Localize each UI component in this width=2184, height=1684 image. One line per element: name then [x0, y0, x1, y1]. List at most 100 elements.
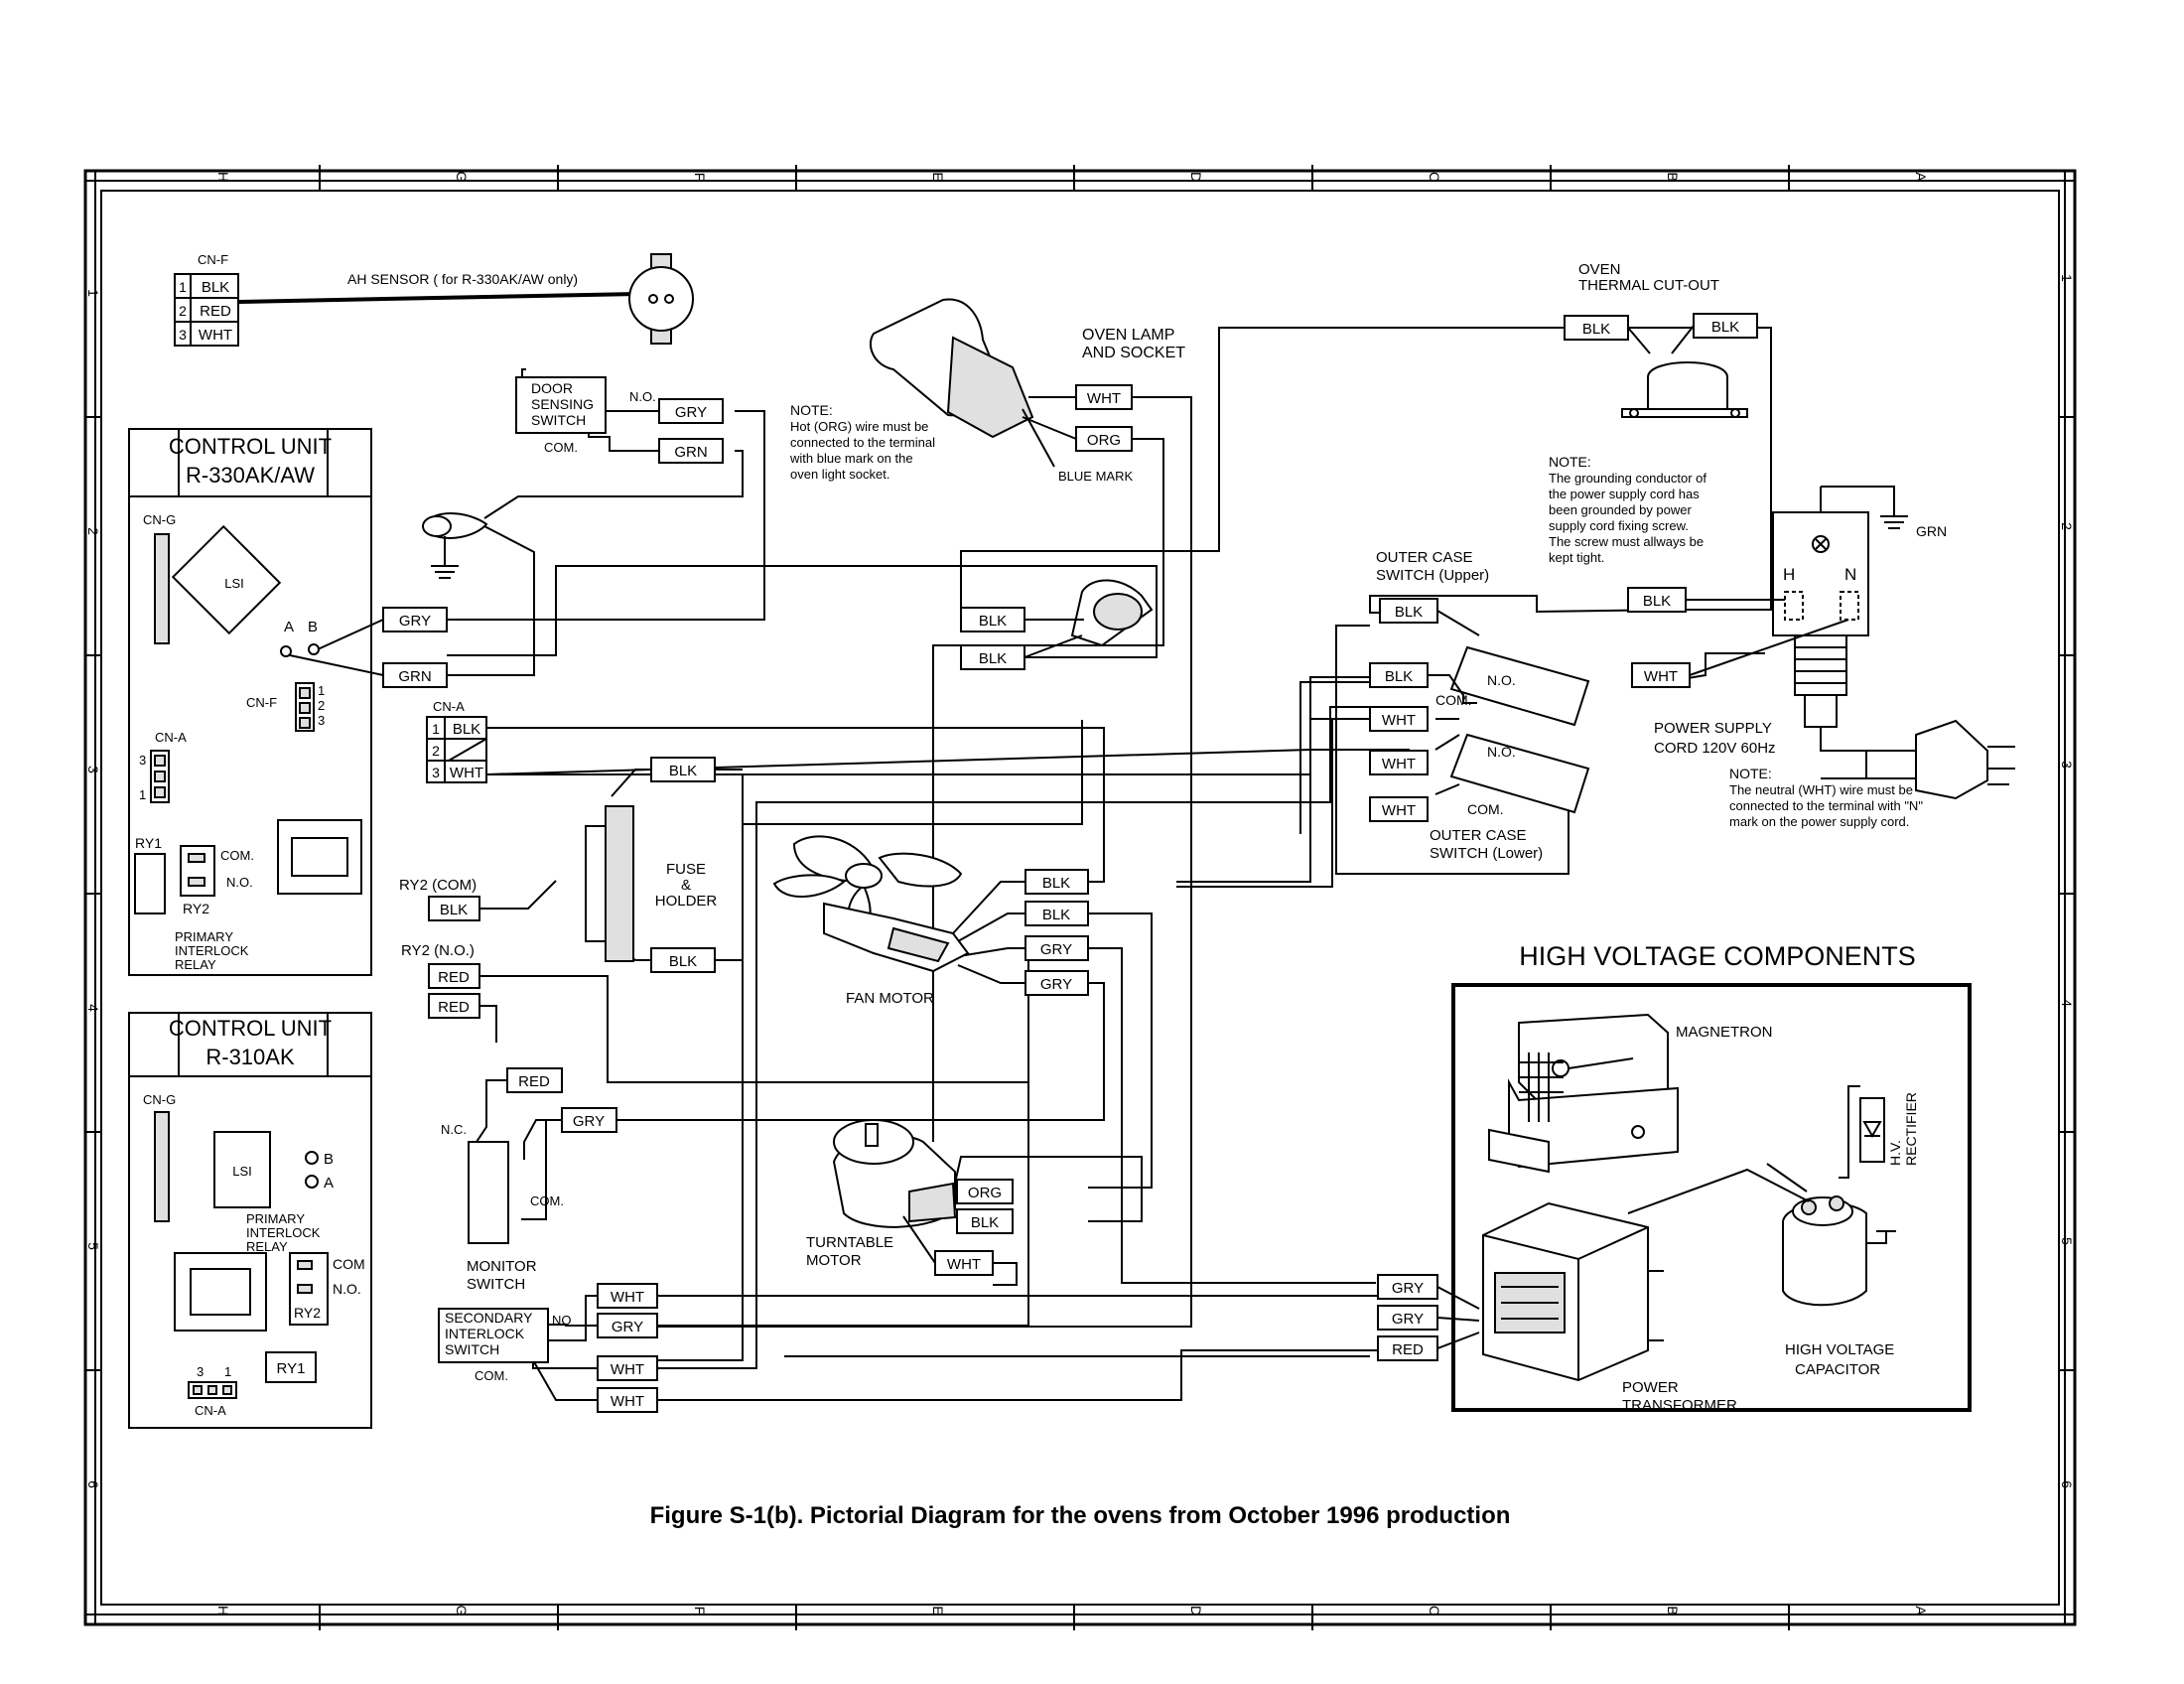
capacitor-label: CAPACITOR [1795, 1361, 1880, 1378]
thermal-label: THERMAL CUT-OUT [1578, 277, 1719, 294]
thermal-label: OVEN [1578, 261, 1621, 278]
thermal-body [1647, 361, 1728, 410]
column-letter: F [692, 173, 708, 182]
ry2-no-label: N.O. [333, 1281, 361, 1297]
wire-label: WHT [1087, 390, 1121, 407]
control-unit-r330-board [128, 428, 372, 976]
cord-sleeve [1804, 694, 1838, 728]
outer-case-switch-lower: WHT WHT WHT N.O. COM. OUTER CASE SWITCH … [1369, 706, 1590, 862]
monitor-switch-label: MONITOR [467, 1258, 537, 1275]
wire-label: BLK [440, 902, 468, 918]
ry1-label: RY1 [135, 835, 162, 851]
control-unit-r310-board [128, 1012, 372, 1429]
pin-number: 1 [318, 683, 325, 698]
wire-tag [1075, 426, 1133, 452]
cord [1865, 750, 1917, 779]
com-label: COM. [544, 440, 578, 455]
wire-label: RED [518, 1073, 550, 1090]
cn-a-label: CN-A [155, 730, 187, 745]
wire-tag [597, 1313, 658, 1338]
pin-number: 1 [139, 787, 146, 802]
wire-label: WHT [1382, 802, 1416, 819]
wire-tag [428, 963, 480, 989]
wire-tag [561, 1107, 617, 1133]
relay-label: PRIMARY [175, 929, 233, 944]
wire-tag [1369, 662, 1429, 688]
h-label: H [1783, 565, 1795, 584]
pin-number: 1 [224, 1364, 231, 1379]
ry2-com-label: RY2 (COM) [399, 877, 477, 894]
column-letter: A [1913, 1606, 1929, 1615]
column-letter: G [454, 172, 470, 183]
ground-note-line: The screw must allways be [1549, 534, 1704, 549]
ground-note-title: NOTE: [1549, 454, 1591, 470]
pin-number: 2 [179, 303, 187, 319]
wire-label: BLK [669, 953, 697, 970]
fuse-label: FUSE [666, 861, 706, 878]
cn-f-pin [299, 717, 311, 729]
terminal-b-label: B [324, 1151, 334, 1168]
com-label: COM. [1467, 801, 1504, 817]
lamp-socket [946, 336, 1034, 439]
wire-label: BLK [1042, 875, 1070, 892]
capacitor-terminal [1829, 1195, 1844, 1211]
wire-tag [1024, 901, 1089, 926]
terminal-b [308, 643, 320, 655]
ah-sensor-connector-label: CN-F [198, 252, 228, 267]
cn-a-pin [222, 1385, 232, 1395]
switch-body [1449, 645, 1590, 727]
control-unit-title: CONTROL UNIT [169, 1016, 332, 1041]
n-terminal [1840, 591, 1859, 621]
border-row-numbers: 1 2 3 4 5 6 1 2 3 4 5 6 [85, 274, 2075, 1488]
secondary-switch-body [438, 1308, 549, 1363]
wire-tag [1379, 598, 1438, 624]
column-letter: E [930, 1606, 946, 1614]
mount-hole [1631, 1125, 1645, 1139]
com-label: COM. [475, 1368, 508, 1383]
ry1-relay [265, 1351, 317, 1383]
wire-label: BLK [1385, 668, 1413, 685]
wire-label: BLK [202, 279, 229, 296]
power-supply: NOTE: The grounding conductor of the pow… [1549, 454, 2015, 829]
row-number: 2 [85, 527, 101, 535]
ground-note-line: The grounding conductor of [1549, 471, 1706, 486]
wire-label: WHT [611, 1393, 644, 1410]
fuse-label: HOLDER [655, 893, 718, 910]
wire-label: BLK [979, 650, 1007, 667]
ry1-label: RY1 [277, 1360, 306, 1377]
wire-label: GRY [1392, 1311, 1424, 1328]
transformer-core [190, 1268, 251, 1316]
wire-label: RED [438, 969, 470, 986]
switch-label: SWITCH [531, 412, 586, 428]
plug-head [1915, 719, 1988, 800]
capacitor-label: HIGH VOLTAGE [1785, 1341, 1894, 1358]
turntable-shaft [865, 1123, 879, 1147]
oven-lamp-label: AND SOCKET [1082, 345, 1185, 361]
cn-a-pin [154, 755, 166, 767]
wire-label: BLK [669, 763, 697, 779]
cn-a-harness-label: CN-A [433, 699, 465, 714]
wire-label: WHT [611, 1361, 644, 1378]
cord-strain-relief [1794, 634, 1847, 696]
wire-tag [658, 398, 724, 424]
control-unit-model: R-330AK/AW [186, 463, 315, 488]
mount-hole [1629, 408, 1639, 418]
thermal-protector-disc [1093, 593, 1143, 631]
cn-g-connector [154, 533, 170, 644]
wire-label: GRY [573, 1113, 605, 1130]
column-letter: B [1665, 1606, 1681, 1614]
wire-label: WHT [947, 1256, 981, 1273]
neutral-note-title: NOTE: [1729, 766, 1772, 781]
switch-tab [521, 368, 526, 377]
ground-plug [422, 512, 488, 579]
wire-tag [1631, 662, 1691, 688]
wire-label: BLK [453, 721, 480, 738]
turntable-label: TURNTABLE [806, 1234, 893, 1251]
wire-label: WHT [199, 327, 232, 344]
row-number: 4 [85, 1004, 101, 1012]
cn-f-pin [299, 687, 311, 699]
pin-number: 2 [432, 743, 440, 759]
ground-note-line: the power supply cord has [1549, 487, 1700, 501]
wire-tag [1024, 970, 1089, 996]
